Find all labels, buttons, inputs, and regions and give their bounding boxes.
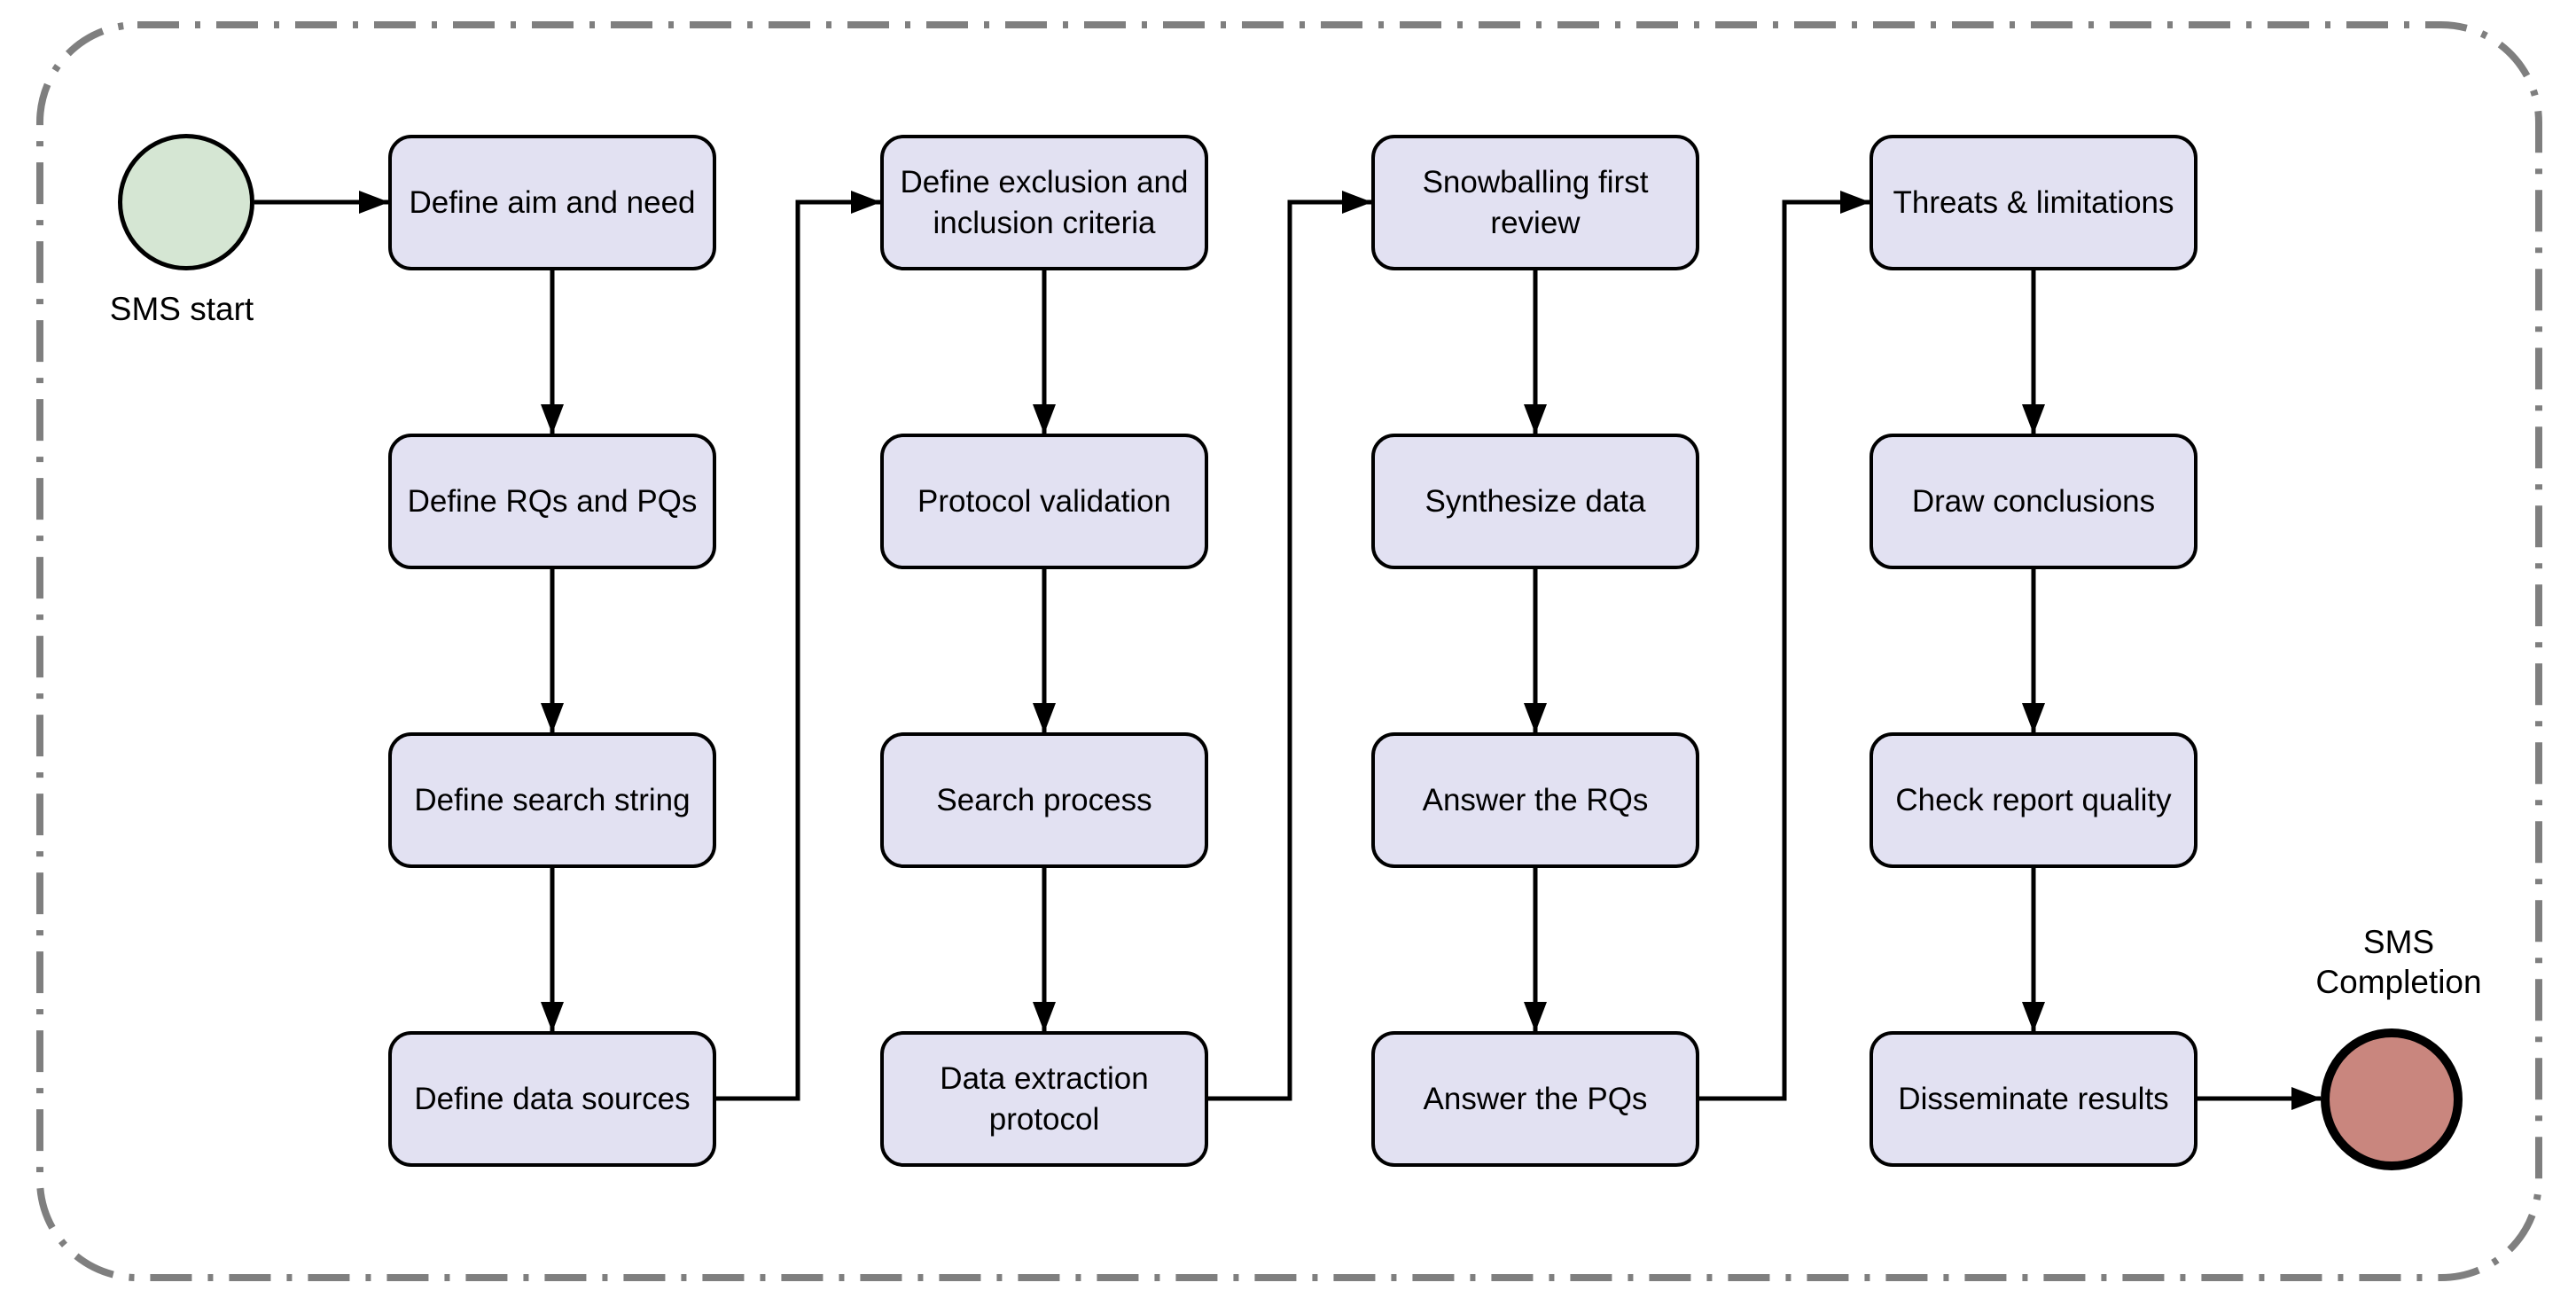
step-label: Snowballing first review bbox=[1422, 164, 1649, 240]
step-label: Answer the RQs bbox=[1422, 782, 1649, 817]
start-node-label: SMS start bbox=[109, 291, 254, 327]
step-label: Answer the PQs bbox=[1423, 1081, 1648, 1116]
step-label: Draw conclusions bbox=[1911, 483, 2156, 519]
step-label: Define exclusion and inclusion criteria bbox=[900, 164, 1189, 240]
step-protocol-validation: Protocol validation bbox=[880, 434, 1208, 569]
step-threats-and-limitations: Threats & limitations bbox=[1870, 135, 2197, 270]
end-node bbox=[2321, 1028, 2463, 1170]
outer-frame-border bbox=[36, 21, 2542, 1281]
step-label: Data extraction protocol bbox=[940, 1060, 1149, 1137]
step-define-aim-and-need: Define aim and need bbox=[388, 135, 716, 270]
step-label: Define RQs and PQs bbox=[407, 483, 698, 519]
step-draw-conclusions: Draw conclusions bbox=[1870, 434, 2197, 569]
connector-col3-to-col4 bbox=[1699, 191, 1870, 1101]
step-label: Synthesize data bbox=[1425, 483, 1646, 519]
step-label: Protocol validation bbox=[917, 483, 1171, 519]
step-data-extraction-protocol: Data extraction protocol bbox=[880, 1031, 1208, 1167]
connector-col1-to-col2 bbox=[716, 191, 881, 1101]
step-snowballing-first-review: Snowballing first review bbox=[1371, 135, 1699, 270]
step-label: Check report quality bbox=[1895, 782, 2172, 817]
step-label: Define data sources bbox=[414, 1081, 691, 1116]
step-answer-the-rqs: Answer the RQs bbox=[1371, 732, 1699, 868]
step-disseminate-results: Disseminate results bbox=[1870, 1031, 2197, 1167]
step-search-process: Search process bbox=[880, 732, 1208, 868]
step-define-exclusion-inclusion-criteria: Define exclusion and inclusion criteria bbox=[880, 135, 1208, 270]
step-define-rqs-and-pqs: Define RQs and PQs bbox=[388, 434, 716, 569]
connector-col2-to-col3 bbox=[1208, 191, 1372, 1101]
step-synthesize-data: Synthesize data bbox=[1371, 434, 1699, 569]
step-define-search-string: Define search string bbox=[388, 732, 716, 868]
step-label: Disseminate results bbox=[1898, 1081, 2169, 1116]
step-label: Search process bbox=[936, 782, 1152, 817]
step-label: Threats & limitations bbox=[1893, 184, 2174, 220]
step-label: Define aim and need bbox=[409, 184, 696, 220]
step-answer-the-pqs: Answer the PQs bbox=[1371, 1031, 1699, 1167]
step-define-data-sources: Define data sources bbox=[388, 1031, 716, 1167]
step-check-report-quality: Check report quality bbox=[1870, 732, 2197, 868]
end-node-label: SMS Completion bbox=[2315, 924, 2482, 1000]
step-label: Define search string bbox=[414, 782, 691, 817]
start-node bbox=[118, 134, 254, 270]
